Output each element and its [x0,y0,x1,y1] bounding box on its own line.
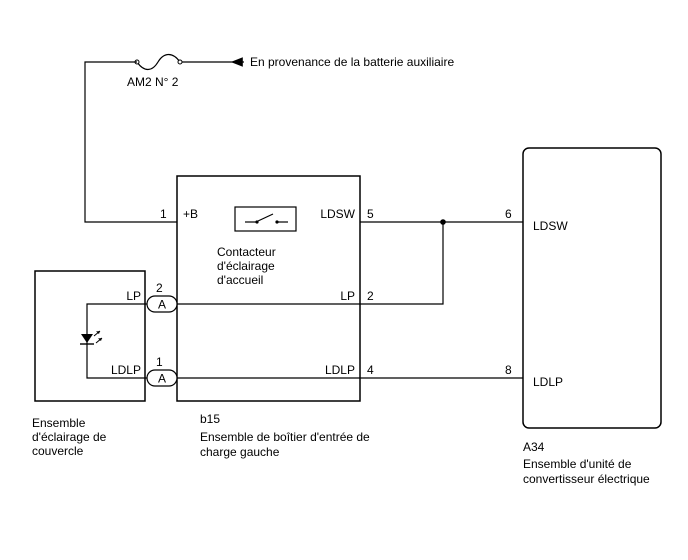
courtesy-switch-box [234,206,297,232]
lamp-ldlp-name: LDLP [111,363,141,377]
connector-letter-ldlp: A [158,372,166,386]
b15-pin1-number: 1 [160,207,167,221]
switch-icon [245,213,288,224]
a34-pin8-name: LDLP [533,375,563,389]
b-plus-wire [84,61,177,223]
a34-pin6-name: LDSW [533,219,568,233]
b15-name-line2: charge gauche [200,445,280,459]
fuse-label: AM2 N° 2 [127,75,179,89]
connector-a-ldlp [146,369,178,387]
lamp-name-line3: couvercle [32,444,84,458]
lp-wire-b15 [177,222,444,305]
lamp-lp-number: 2 [156,281,163,295]
b15-pin2-number: 2 [367,289,374,303]
a34-name-line1: Ensemble d'unité de [523,457,632,471]
lamp-name-line2: d'éclairage de [32,430,107,444]
a34-converter-box [522,147,662,429]
b15-pin5-number: 5 [367,207,374,221]
lamp-lp-name: LP [126,289,141,303]
lamp-name-line1: Ensemble [32,416,86,430]
a34-pin8-number: 8 [505,363,512,377]
connector-a-lp [146,295,178,313]
a34-code: A34 [523,440,545,454]
b15-pin5-name: LDSW [320,207,355,221]
b15-pin4-number: 4 [367,363,374,377]
switch-label-line3: d'accueil [217,273,263,287]
fuse-icon [134,53,183,71]
led-icon [80,330,103,345]
a34-name-line2: convertisseur électrique [523,472,650,486]
b15-code: b15 [200,412,220,426]
b15-name-line1: Ensemble de boîtier d'entrée de [200,430,370,444]
a34-pin6-number: 6 [505,207,512,221]
b15-pin2-name: LP [340,289,355,303]
switch-label-line1: Contacteur [217,245,276,259]
lamp-ldlp-number: 1 [156,355,163,369]
b15-pin1-name: +B [183,207,198,221]
b15-pin4-name: LDLP [325,363,355,377]
source-label: En provenance de la batterie auxiliaire [250,55,454,69]
connector-letter-lp: A [158,298,166,312]
switch-label-line2: d'éclairage [217,259,275,273]
